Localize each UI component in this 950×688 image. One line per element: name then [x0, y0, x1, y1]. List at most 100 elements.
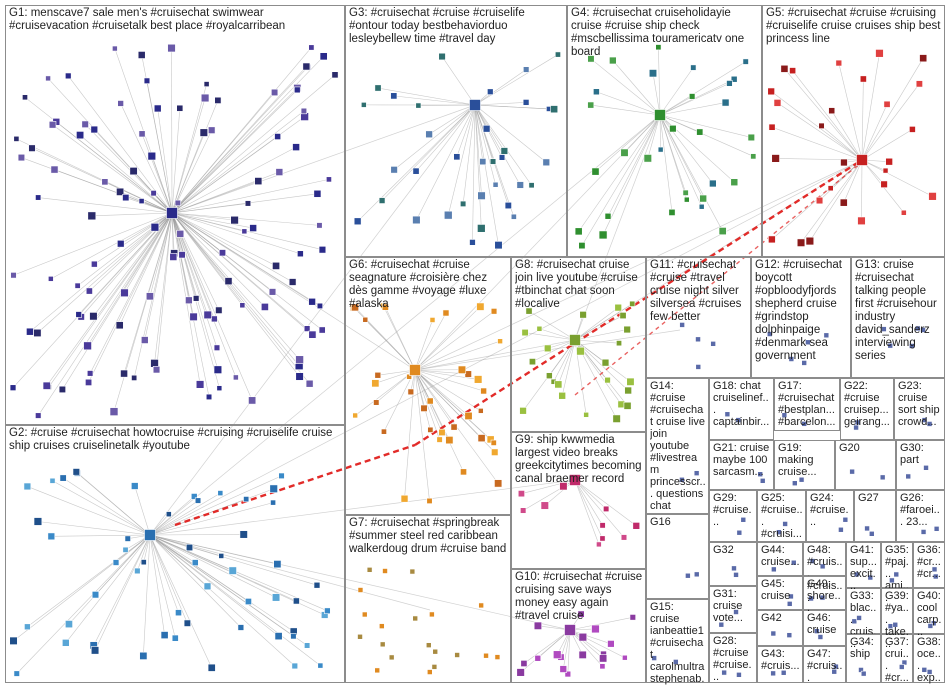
node-g1: [272, 261, 280, 270]
node-g6: [464, 370, 472, 378]
edge-g2: [94, 534, 151, 651]
group-box-g17: G17: #cruisechat #bestplan... #barcelon.…: [774, 378, 840, 431]
node-g10: [553, 650, 562, 659]
node-g3: [378, 197, 386, 204]
edge-g1: [120, 212, 173, 244]
edge-g2: [27, 534, 151, 628]
inter-group-edge: [149, 479, 576, 536]
edge-g3: [357, 104, 476, 222]
edge-g1: [54, 169, 173, 214]
edge-g4: [595, 114, 661, 172]
edge-g1: [171, 212, 277, 267]
node-g4: [648, 69, 658, 78]
edge-g1: [171, 56, 324, 214]
edge-g3: [472, 104, 476, 243]
node-g2: [278, 472, 285, 479]
node-g1: [239, 302, 246, 309]
edge-g2: [149, 475, 282, 536]
node-g5: [827, 185, 834, 192]
node-g10: [599, 663, 606, 670]
edge-g6: [414, 311, 495, 371]
edge-g1: [29, 212, 173, 332]
node-g3: [510, 213, 517, 220]
node-g8: [528, 358, 536, 366]
node-g2: [185, 543, 194, 552]
node-g9: [540, 501, 549, 510]
node-g1: [90, 125, 99, 134]
edge-g1: [171, 47, 312, 214]
node-g4: [669, 124, 677, 133]
node-g8: [558, 391, 566, 400]
edge-g5: [771, 91, 863, 161]
node-g1: [308, 330, 317, 339]
node-g2: [313, 581, 321, 589]
node-g9: [599, 535, 606, 542]
node-g8: [519, 407, 527, 415]
node-g47: [831, 668, 838, 675]
node-g10: [520, 660, 528, 667]
group-box-g33: G33: blac... cruis...: [846, 588, 881, 650]
edge-g4: [659, 114, 673, 213]
node-g6: [450, 423, 458, 431]
group-box-g2: G2: #cruise #cruisechat howtocruise #cru…: [5, 425, 345, 683]
node-g10: [516, 668, 525, 677]
node-g1: [45, 75, 51, 82]
node-g9: [559, 482, 568, 491]
node-g4: [709, 179, 717, 188]
edge-g6: [375, 369, 416, 384]
node-g2: [122, 546, 129, 553]
node-g5: [805, 236, 815, 246]
node-g1: [153, 104, 162, 113]
node-g6: [490, 439, 497, 446]
node-g8: [604, 376, 611, 384]
edge-g4: [659, 67, 694, 116]
edge-g6: [383, 369, 416, 432]
node-g2: [194, 497, 202, 504]
node-g9: [599, 522, 606, 529]
node-g2: [165, 511, 172, 518]
node-g10: [591, 624, 600, 634]
node-g10: [578, 650, 587, 659]
node-g3: [492, 181, 499, 188]
node-g1: [205, 393, 213, 401]
node-g32: [731, 565, 737, 572]
edge-g1: [156, 212, 173, 370]
group-label-g38: G38: oce... exp...: [917, 636, 941, 688]
edge-g1: [171, 108, 181, 214]
node-g1: [224, 277, 233, 286]
node-g9: [603, 505, 610, 512]
inter-group-edge: [171, 212, 416, 371]
node-g4: [668, 208, 676, 216]
edge-g4: [578, 114, 661, 232]
edge-g4: [624, 114, 661, 153]
edge-g4: [659, 78, 735, 116]
node-g1: [192, 295, 200, 302]
node-g2: [65, 620, 73, 629]
edge-g6: [414, 369, 481, 412]
node-g1: [101, 178, 109, 186]
node-g1: [213, 344, 221, 351]
node-g4: [587, 55, 595, 63]
edge-g2: [149, 534, 249, 602]
node-g4: [718, 227, 727, 236]
node-g14: [679, 476, 685, 483]
edge-g1: [94, 212, 173, 265]
node-g7: [382, 568, 388, 574]
edge-g1: [171, 132, 205, 214]
edge-g9: [574, 479, 625, 538]
node-g19: [798, 476, 805, 483]
node-g7: [432, 648, 439, 655]
node-g6: [407, 388, 415, 396]
hub-node-g9: [569, 474, 581, 486]
node-g40: [927, 623, 934, 629]
group-box-g1: G1: menscave7 sale men's #cruisechat swi…: [5, 5, 345, 425]
node-g18: [735, 417, 742, 423]
node-g1: [137, 51, 146, 59]
node-g29: [736, 529, 743, 536]
node-g1: [176, 229, 185, 238]
node-g20: [879, 474, 886, 481]
node-g6: [352, 412, 358, 419]
node-g2: [72, 468, 81, 476]
group-label-g14: G14: #cruise #cruisechat cruise live joi…: [650, 380, 706, 512]
edge-g3: [441, 56, 476, 106]
